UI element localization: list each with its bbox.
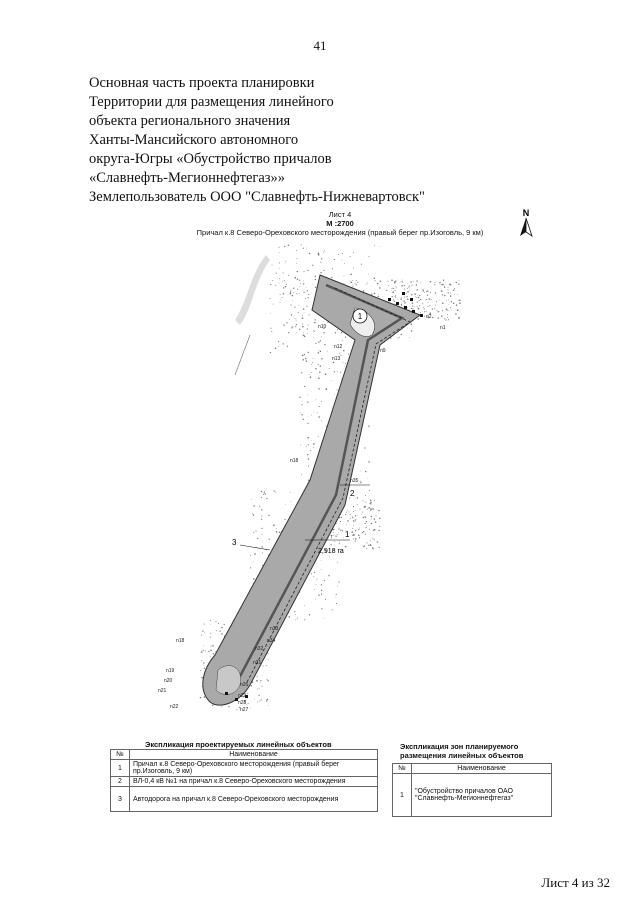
point-label: n19 bbox=[166, 668, 175, 674]
river-line bbox=[234, 334, 251, 376]
point-label: n27 bbox=[240, 707, 249, 713]
row-name: ВЛ-0,4 кВ №1 на причал к.8 Северо-Орехов… bbox=[129, 776, 378, 787]
page-number: 41 bbox=[313, 38, 327, 53]
point-label: n31 bbox=[253, 660, 262, 666]
point-label: n18 bbox=[176, 638, 185, 644]
boundary-points bbox=[225, 292, 423, 701]
sheet-subtitle: Причал к.8 Северо-Ореховского месторожде… bbox=[196, 228, 484, 237]
row-num: 2 bbox=[110, 776, 130, 787]
table-row: 2 ВЛ-0,4 кВ №1 на причал к.8 Северо-Орех… bbox=[110, 776, 378, 787]
point-label: n35 bbox=[350, 478, 359, 484]
point-label: n9 bbox=[380, 348, 386, 354]
page-footer: Лист 4 из 32 bbox=[541, 875, 610, 890]
north-label: N bbox=[523, 208, 530, 218]
point-label: n20 bbox=[164, 678, 173, 684]
planned-zone-polygon bbox=[202, 274, 422, 706]
header-line: Землепользователь ООО "Славнефть-Нижнева… bbox=[89, 189, 425, 205]
north-arrow-icon: N bbox=[520, 208, 533, 237]
table-row: 1 "Обустройство причалов ОАО "Славнефть-… bbox=[392, 773, 552, 817]
point-label: n29 bbox=[238, 693, 247, 699]
header-line: Основная часть проекта планировки bbox=[89, 75, 315, 91]
river-bank-area bbox=[235, 255, 270, 325]
point-label: n33 bbox=[270, 626, 279, 632]
table-header-num: № bbox=[392, 763, 412, 774]
row-name: Причал к.8 Северо-Ореховского месторожде… bbox=[129, 759, 378, 777]
table2: № Наименование 1 "Обустройство причалов … bbox=[392, 763, 552, 817]
object-callout-circle bbox=[352, 308, 368, 324]
road-end-area bbox=[215, 665, 241, 695]
table-header-row: № Наименование bbox=[392, 763, 552, 774]
document-header: Основная часть проекта планировки Террит… bbox=[89, 74, 425, 207]
table-header-row: № Наименование bbox=[110, 749, 378, 760]
point-label: n18 bbox=[290, 458, 299, 464]
callout-3: 3 bbox=[232, 538, 237, 547]
header-line: Ханты-Мансийского автономного bbox=[89, 132, 299, 148]
zone-number: 1 bbox=[345, 530, 350, 539]
table-header-name: Наименование bbox=[411, 763, 552, 774]
point-label: n32 bbox=[255, 646, 264, 652]
table2-title: Экспликация зон планируемого размещения … bbox=[400, 742, 524, 760]
header-line: округа-Югры «Обустройство причалов bbox=[89, 151, 332, 167]
row-num: 3 bbox=[110, 786, 130, 812]
planning-map: 1 2 1 2,918 га 3 n2 n1 n10 n12 n13 n9 n1… bbox=[158, 244, 461, 713]
header-line: Территории для размещения линейного bbox=[89, 94, 334, 110]
table-header-name: Наименование bbox=[129, 749, 378, 760]
table1: № Наименование 1 Причал к.8 Северо-Орехо… bbox=[110, 749, 378, 812]
table-row: 1 Причал к.8 Северо-Ореховского месторож… bbox=[110, 759, 378, 777]
point-label: n34 bbox=[267, 638, 276, 644]
row-num: 1 bbox=[110, 759, 130, 777]
point-label: n2 bbox=[426, 314, 432, 320]
point-label: n21 bbox=[158, 688, 167, 694]
callout-2: 2 bbox=[350, 489, 355, 498]
point-label: n28 bbox=[238, 700, 247, 706]
point-label: n1 bbox=[440, 325, 446, 331]
header-line: объекта регионального значения bbox=[89, 113, 291, 129]
object-callout-number: 1 bbox=[358, 312, 363, 321]
point-label: n22 bbox=[170, 704, 179, 710]
table1-title: Экспликация проектируемых линейных объек… bbox=[145, 740, 332, 749]
sheet-header: Лист 4 М :2700 Причал к.8 Северо-Ореховс… bbox=[150, 210, 530, 237]
point-label: n10 bbox=[318, 324, 327, 330]
row-name: Автодорога на причал к.8 Северо-Ореховск… bbox=[129, 786, 378, 812]
row-num: 1 bbox=[392, 773, 412, 817]
zone-area: 2,918 га bbox=[318, 548, 344, 555]
header-line: «Славнефть-Мегионнефтегаз»» bbox=[89, 170, 285, 186]
table-row: 3 Автодорога на причал к.8 Северо-Орехов… bbox=[110, 786, 378, 812]
sheet-title: Лист 4 bbox=[328, 210, 352, 219]
table-header-num: № bbox=[110, 749, 130, 760]
row-name: "Обустройство причалов ОАО "Славнефть-Ме… bbox=[411, 773, 552, 817]
point-label: n26 bbox=[240, 682, 249, 688]
power-line bbox=[245, 287, 411, 685]
point-label: n13 bbox=[332, 356, 341, 362]
sheet-scale: М :2700 bbox=[326, 219, 354, 228]
point-label: n12 bbox=[334, 344, 343, 350]
